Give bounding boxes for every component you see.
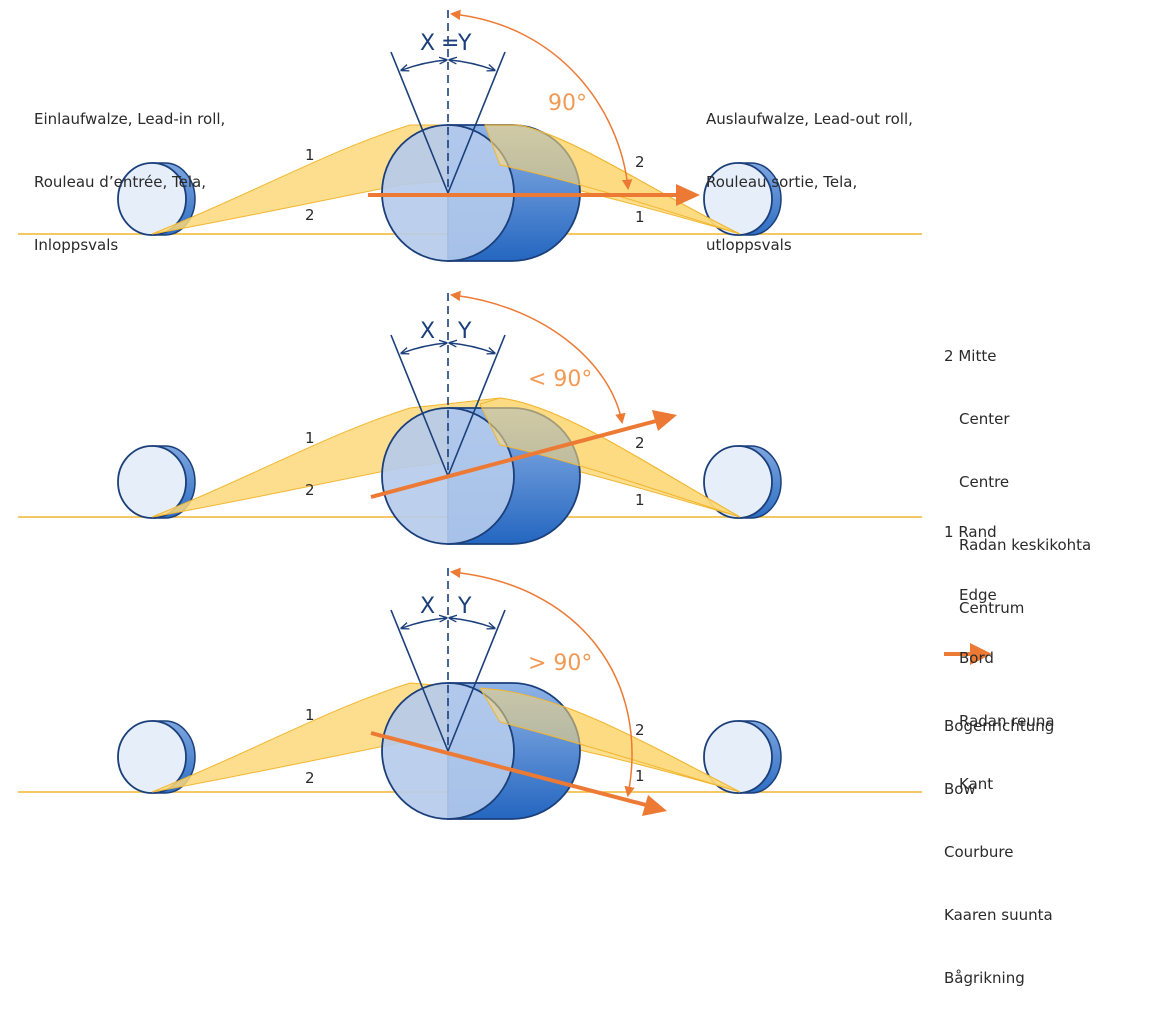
y-arc bbox=[450, 60, 494, 70]
legend-bow: Bogenrichtung Bow Courbure Kaaren suunta… bbox=[944, 674, 1054, 1010]
angle-arc bbox=[449, 290, 626, 425]
y-label: Y bbox=[457, 319, 472, 344]
bow-arrow-shaft bbox=[370, 731, 647, 807]
equals-label: = bbox=[441, 31, 459, 56]
legend-edge-term: Radan reuna bbox=[959, 712, 1055, 730]
bow-arrowhead bbox=[652, 410, 677, 431]
bow-arrowhead bbox=[642, 795, 667, 816]
center-number-right: 2 bbox=[635, 434, 645, 452]
center-number-right: 2 bbox=[635, 721, 645, 739]
lead-in-line-2: Rouleau d’entrée, Tela, bbox=[34, 173, 207, 191]
legend-bow-term: Bow bbox=[944, 780, 976, 798]
bow-arrowhead bbox=[676, 184, 700, 206]
y-label: Y bbox=[457, 594, 472, 619]
x-arc bbox=[402, 618, 446, 628]
legend-center-term: Center bbox=[959, 410, 1010, 428]
edge-number-left: 1 bbox=[305, 706, 315, 724]
y-label: Y bbox=[457, 31, 472, 56]
legend-edge-term: Rand bbox=[958, 523, 997, 541]
legend-center-term: Mitte bbox=[958, 347, 997, 365]
legend-bow-term: Courbure bbox=[944, 843, 1014, 861]
angle-label: > 90° bbox=[528, 651, 592, 676]
lead-in-line-3: Inloppsvals bbox=[34, 236, 119, 254]
lead-in-roll-label: Einlaufwalze, Lead-in roll, Rouleau d’en… bbox=[34, 67, 225, 277]
angle-label: < 90° bbox=[528, 367, 592, 392]
x-label: X bbox=[420, 594, 435, 619]
bow-arrow-shaft bbox=[370, 419, 657, 499]
panel-3: X Y > 90° 1 2 2 1 bbox=[18, 567, 922, 820]
edge-number-left: 1 bbox=[305, 146, 315, 164]
x-label: X bbox=[420, 31, 435, 56]
lead-out-roller bbox=[703, 445, 782, 519]
x-arc bbox=[402, 343, 446, 353]
lead-in-roller bbox=[117, 162, 196, 236]
v-line-left bbox=[390, 609, 449, 752]
legend-bow-term: Kaaren suunta bbox=[944, 906, 1053, 924]
edge-number-right: 1 bbox=[635, 767, 645, 785]
lead-in-roller bbox=[117, 445, 196, 519]
y-arc bbox=[450, 343, 494, 353]
legend-edge: 1 Rand Edge Bord Radan reuna Kant bbox=[944, 480, 1055, 816]
lead-out-roller bbox=[703, 720, 782, 794]
lead-out-line-3: utloppsvals bbox=[706, 236, 792, 254]
panel-2: X Y < 90° 1 2 2 1 bbox=[18, 290, 922, 545]
center-number-left: 2 bbox=[305, 481, 315, 499]
bow-diagram: X = Y 90° 1 2 2 1 bbox=[18, 9, 992, 820]
angle-arc bbox=[449, 567, 635, 798]
center-number-right: 2 bbox=[635, 153, 645, 171]
lead-in-roller bbox=[117, 720, 196, 794]
legend-bow-term: Bågrikning bbox=[944, 969, 1025, 987]
lead-out-roller bbox=[703, 162, 782, 236]
center-number-left: 2 bbox=[305, 769, 315, 787]
lead-in-line-1: Einlaufwalze, Lead-in roll, bbox=[34, 110, 226, 128]
edge-number-right: 1 bbox=[635, 208, 645, 226]
v-line-left bbox=[390, 51, 449, 194]
center-number-left: 2 bbox=[305, 206, 315, 224]
lead-out-roll-label: Auslaufwalze, Lead-out roll, Rouleau sor… bbox=[706, 67, 913, 277]
legend-center: 2 Mitte Center Centre Radan keskikohta C… bbox=[944, 304, 1091, 640]
bow-legend-arrow-icon bbox=[944, 643, 992, 665]
legend-edge-term: Bord bbox=[959, 649, 994, 667]
legend-center-number: 2 bbox=[944, 347, 954, 365]
v-line-left bbox=[390, 334, 449, 477]
angle-arc bbox=[449, 9, 633, 191]
lead-out-line-2: Rouleau sortie, Tela, bbox=[706, 173, 858, 191]
lead-out-line-1: Auslaufwalze, Lead-out roll, bbox=[706, 110, 913, 128]
legend-edge-term: Edge bbox=[959, 586, 997, 604]
legend-edge-number: 1 bbox=[944, 523, 954, 541]
legend-center-term: Centrum bbox=[959, 599, 1025, 617]
edge-number-left: 1 bbox=[305, 429, 315, 447]
legend-edge-term: Kant bbox=[959, 775, 994, 793]
x-arc bbox=[402, 60, 446, 70]
edge-number-right: 1 bbox=[635, 491, 645, 509]
y-arc bbox=[450, 618, 494, 628]
angle-label: 90° bbox=[548, 91, 587, 116]
legend-bow-term: Bogenrichtung bbox=[944, 717, 1055, 735]
panel-1: X = Y 90° 1 2 2 1 bbox=[18, 9, 922, 262]
x-label: X bbox=[420, 319, 435, 344]
legend-center-term: Centre bbox=[959, 473, 1010, 491]
legend-center-term: Radan keskikohta bbox=[959, 536, 1092, 554]
